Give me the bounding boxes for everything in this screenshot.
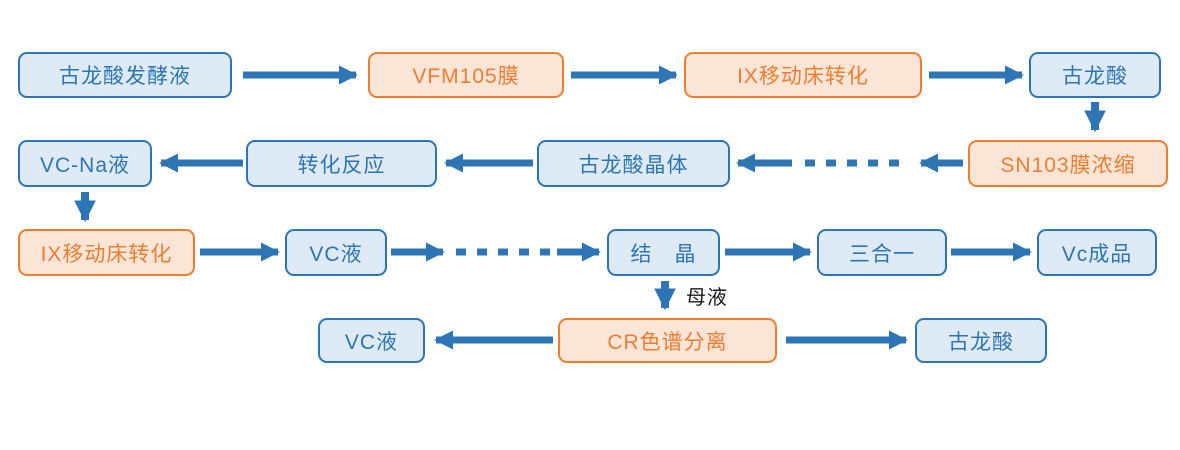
node-three-in-one: 三合一	[817, 229, 947, 276]
node-crystallization: 结 晶	[607, 229, 720, 276]
node-vc-liquid-2: VC液	[318, 318, 425, 363]
node-sn103-membrane: SN103膜浓缩	[968, 140, 1168, 187]
node-conversion-reaction: 转化反应	[246, 140, 437, 187]
node-ix-moving-bed-2: IX移动床转化	[18, 229, 195, 276]
node-fermentation-broth: 古龙酸发酵液	[18, 52, 232, 98]
node-vc-liquid-1: VC液	[285, 229, 387, 276]
node-vc-na-liquid: VC-Na液	[18, 140, 152, 187]
node-gulonic-acid-1: 古龙酸	[1029, 52, 1161, 98]
node-gulonic-acid-2: 古龙酸	[915, 318, 1047, 363]
node-cr-chromatography: CR色谱分离	[558, 318, 777, 363]
node-gulonic-acid-crystal: 古龙酸晶体	[537, 140, 730, 187]
node-vc-product: Vc成品	[1037, 229, 1157, 276]
mother-liquor-label: 母液	[686, 287, 728, 309]
node-vfm105-membrane: VFM105膜	[368, 52, 564, 98]
node-ix-moving-bed-1: IX移动床转化	[684, 52, 922, 98]
